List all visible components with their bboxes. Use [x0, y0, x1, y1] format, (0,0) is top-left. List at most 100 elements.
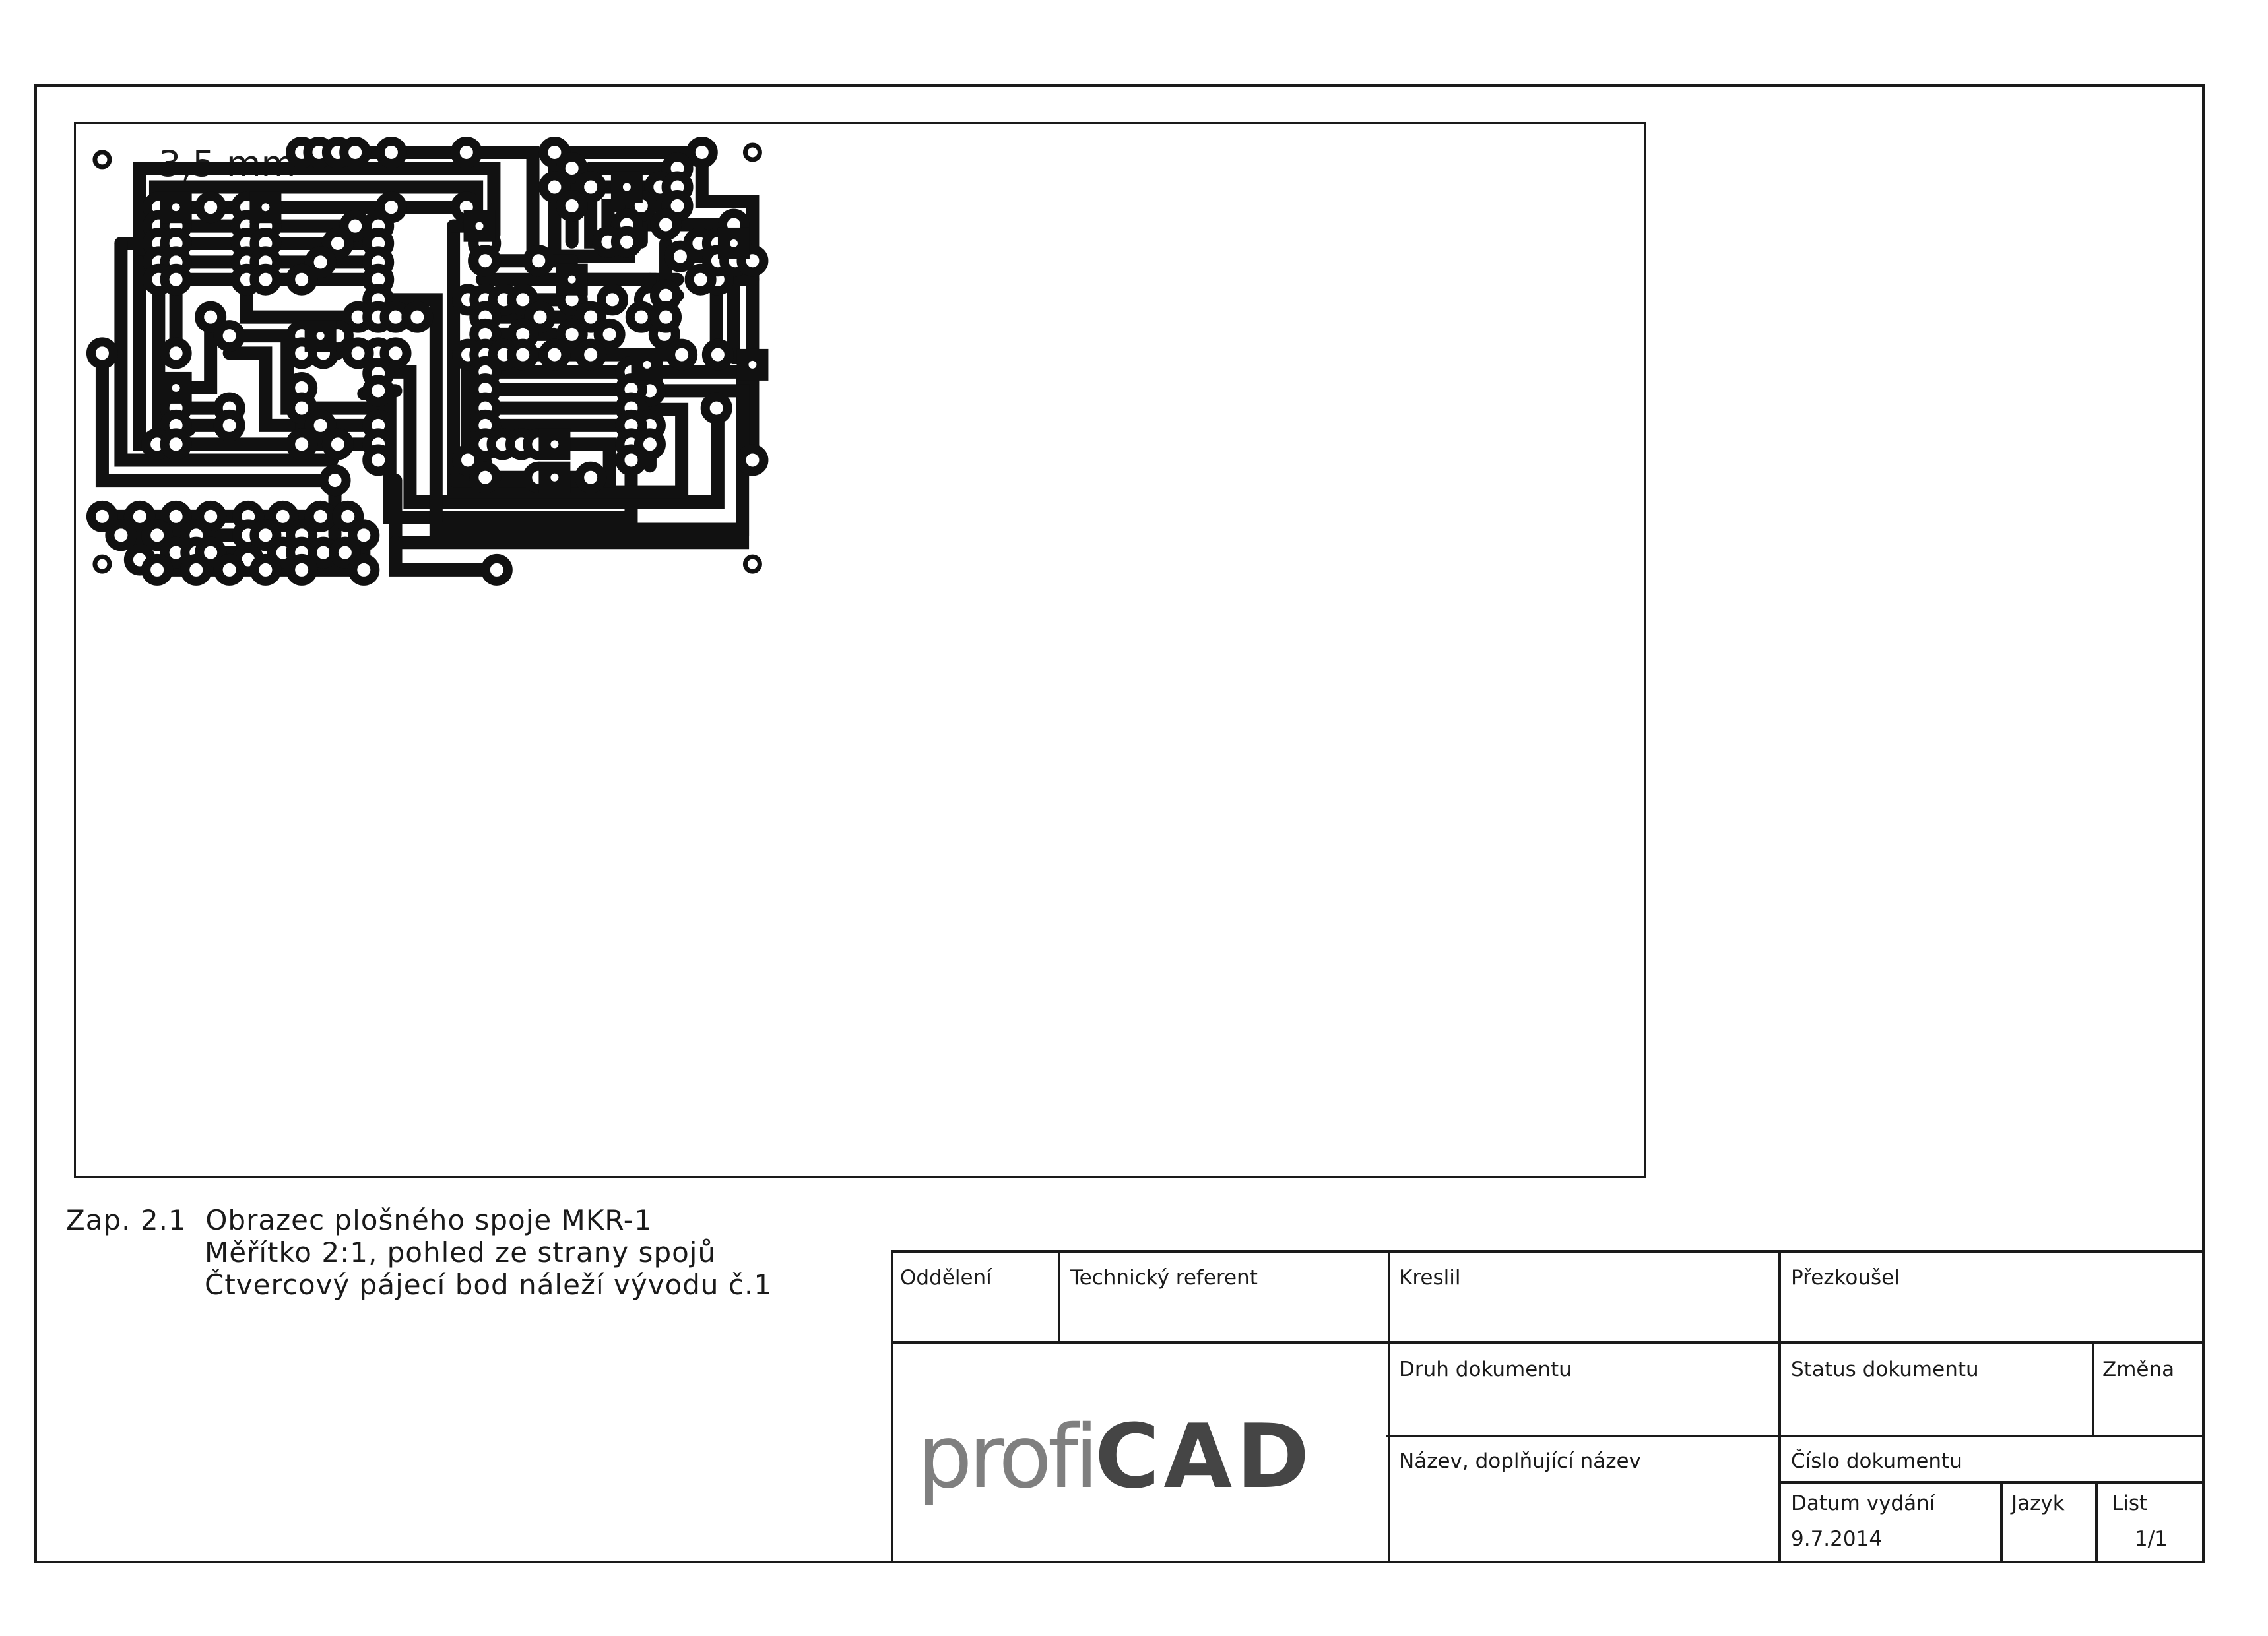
copper-trace [133, 162, 501, 307]
round-solder-pad [610, 226, 643, 258]
round-solder-pad [538, 338, 571, 371]
round-solder-pad [319, 464, 351, 497]
round-solder-pad [160, 337, 192, 369]
pad-drill-hole [748, 360, 757, 369]
logo-text-cad: CAD [1095, 1405, 1314, 1508]
round-solder-pad [650, 208, 682, 241]
round-solder-pad [86, 500, 118, 532]
round-solder-pad [575, 338, 607, 371]
copper-trace [389, 536, 503, 577]
round-solder-pad [575, 171, 607, 203]
round-solder-pad [575, 301, 607, 333]
round-solder-pad [180, 553, 212, 586]
round-solder-pad [304, 409, 337, 441]
round-solder-pad [348, 519, 380, 551]
pad-drill-hole [172, 383, 180, 392]
round-solder-pad [507, 284, 539, 316]
round-solder-pad [105, 519, 137, 551]
mounting-hole [742, 142, 762, 162]
copper-trace [372, 365, 725, 509]
round-solder-pad [650, 301, 682, 333]
round-solder-pad [213, 320, 245, 352]
pad-drill-hole [316, 332, 325, 340]
round-solder-pad [141, 519, 174, 551]
round-solder-pad [625, 301, 657, 333]
round-solder-pad [480, 553, 513, 586]
round-solder-pad [469, 461, 502, 493]
round-solder-pad [213, 553, 245, 586]
mounting-hole [742, 554, 762, 574]
round-solder-pad [304, 500, 337, 532]
copper-trace [447, 219, 689, 499]
language-label: Jazyk [2011, 1492, 2065, 1515]
doc-type-label: Druh dokumentu [1399, 1358, 1572, 1381]
mounting-hole [92, 554, 112, 574]
checked-by-label: Přezkoušel [1791, 1266, 1900, 1290]
copper-trace [389, 384, 750, 550]
sheet-value: 1/1 [2135, 1527, 2168, 1551]
pad-drill-hole [622, 183, 631, 191]
round-solder-pad [362, 375, 395, 407]
pad-drill-hole [643, 360, 651, 369]
mounting-hole [92, 150, 112, 170]
round-solder-pad [684, 263, 717, 296]
round-solder-pad [450, 136, 482, 168]
pcb-board-outline [74, 122, 1646, 1178]
round-solder-pad [342, 337, 374, 369]
drawing-caption: Zap. 2.1 Obrazec plošného spoje MKR-1 Mě… [66, 1204, 772, 1301]
issue-date-value: 9.7.2014 [1791, 1527, 1883, 1551]
department-label: Oddělení [900, 1266, 992, 1290]
title-block: Oddělení Technický referent Kreslil Přez… [891, 1250, 2205, 1563]
logo-text-profi: profi [917, 1406, 1099, 1508]
caption-line-3: Čtvercový pájecí bod náleží vývodu č.1 [205, 1269, 773, 1301]
pad-drill-hole [550, 440, 559, 449]
pad-drill-hole [475, 222, 484, 230]
pad-drill-hole [550, 473, 559, 482]
round-solder-pad [321, 428, 354, 460]
round-solder-pad [286, 392, 318, 424]
pad-drill-hole [261, 203, 270, 212]
round-solder-pad [123, 500, 156, 532]
round-solder-pad [538, 171, 571, 203]
round-solder-pad [615, 444, 647, 476]
round-solder-pad [556, 318, 588, 350]
round-solder-pad [286, 428, 318, 460]
round-solder-pad [160, 428, 192, 460]
change-label: Změna [2102, 1358, 2175, 1381]
round-solder-pad [507, 338, 539, 371]
round-solder-pad [686, 136, 718, 168]
title-block-grid [891, 1250, 2205, 1563]
round-solder-pad [249, 263, 282, 296]
round-solder-pad [664, 240, 696, 272]
round-solder-pad [556, 190, 588, 222]
round-solder-pad [286, 553, 318, 586]
round-solder-pad [249, 519, 282, 551]
round-solder-pad [267, 500, 299, 532]
round-solder-pad [575, 461, 607, 493]
round-solder-pad [666, 338, 698, 371]
round-solder-pad [348, 553, 380, 586]
round-solder-pad [736, 444, 769, 476]
issue-date-label: Datum vydání [1791, 1492, 1935, 1515]
tech-referent-label: Technický referent [1070, 1266, 1258, 1290]
round-solder-pad [195, 500, 227, 532]
round-solder-pad [304, 246, 337, 278]
round-solder-pad [86, 337, 118, 369]
round-solder-pad [332, 500, 364, 532]
pad-drill-hole [729, 239, 738, 247]
round-solder-pad [401, 301, 434, 333]
round-solder-pad [321, 227, 354, 259]
round-solder-pad [597, 284, 628, 316]
round-solder-pad [249, 553, 282, 586]
round-solder-pad [160, 263, 192, 296]
drawn-by-label: Kreslil [1399, 1266, 1461, 1290]
round-solder-pad [160, 500, 192, 532]
copper-trace [459, 145, 540, 272]
round-solder-pad [523, 245, 555, 277]
proficad-logo: profiCAD [917, 1405, 1313, 1508]
name-label: Název, doplňující název [1399, 1449, 1641, 1473]
round-solder-pad [700, 392, 732, 424]
round-solder-pad [195, 301, 227, 333]
round-solder-pad [593, 318, 626, 350]
sheet-label: List [2112, 1492, 2148, 1515]
